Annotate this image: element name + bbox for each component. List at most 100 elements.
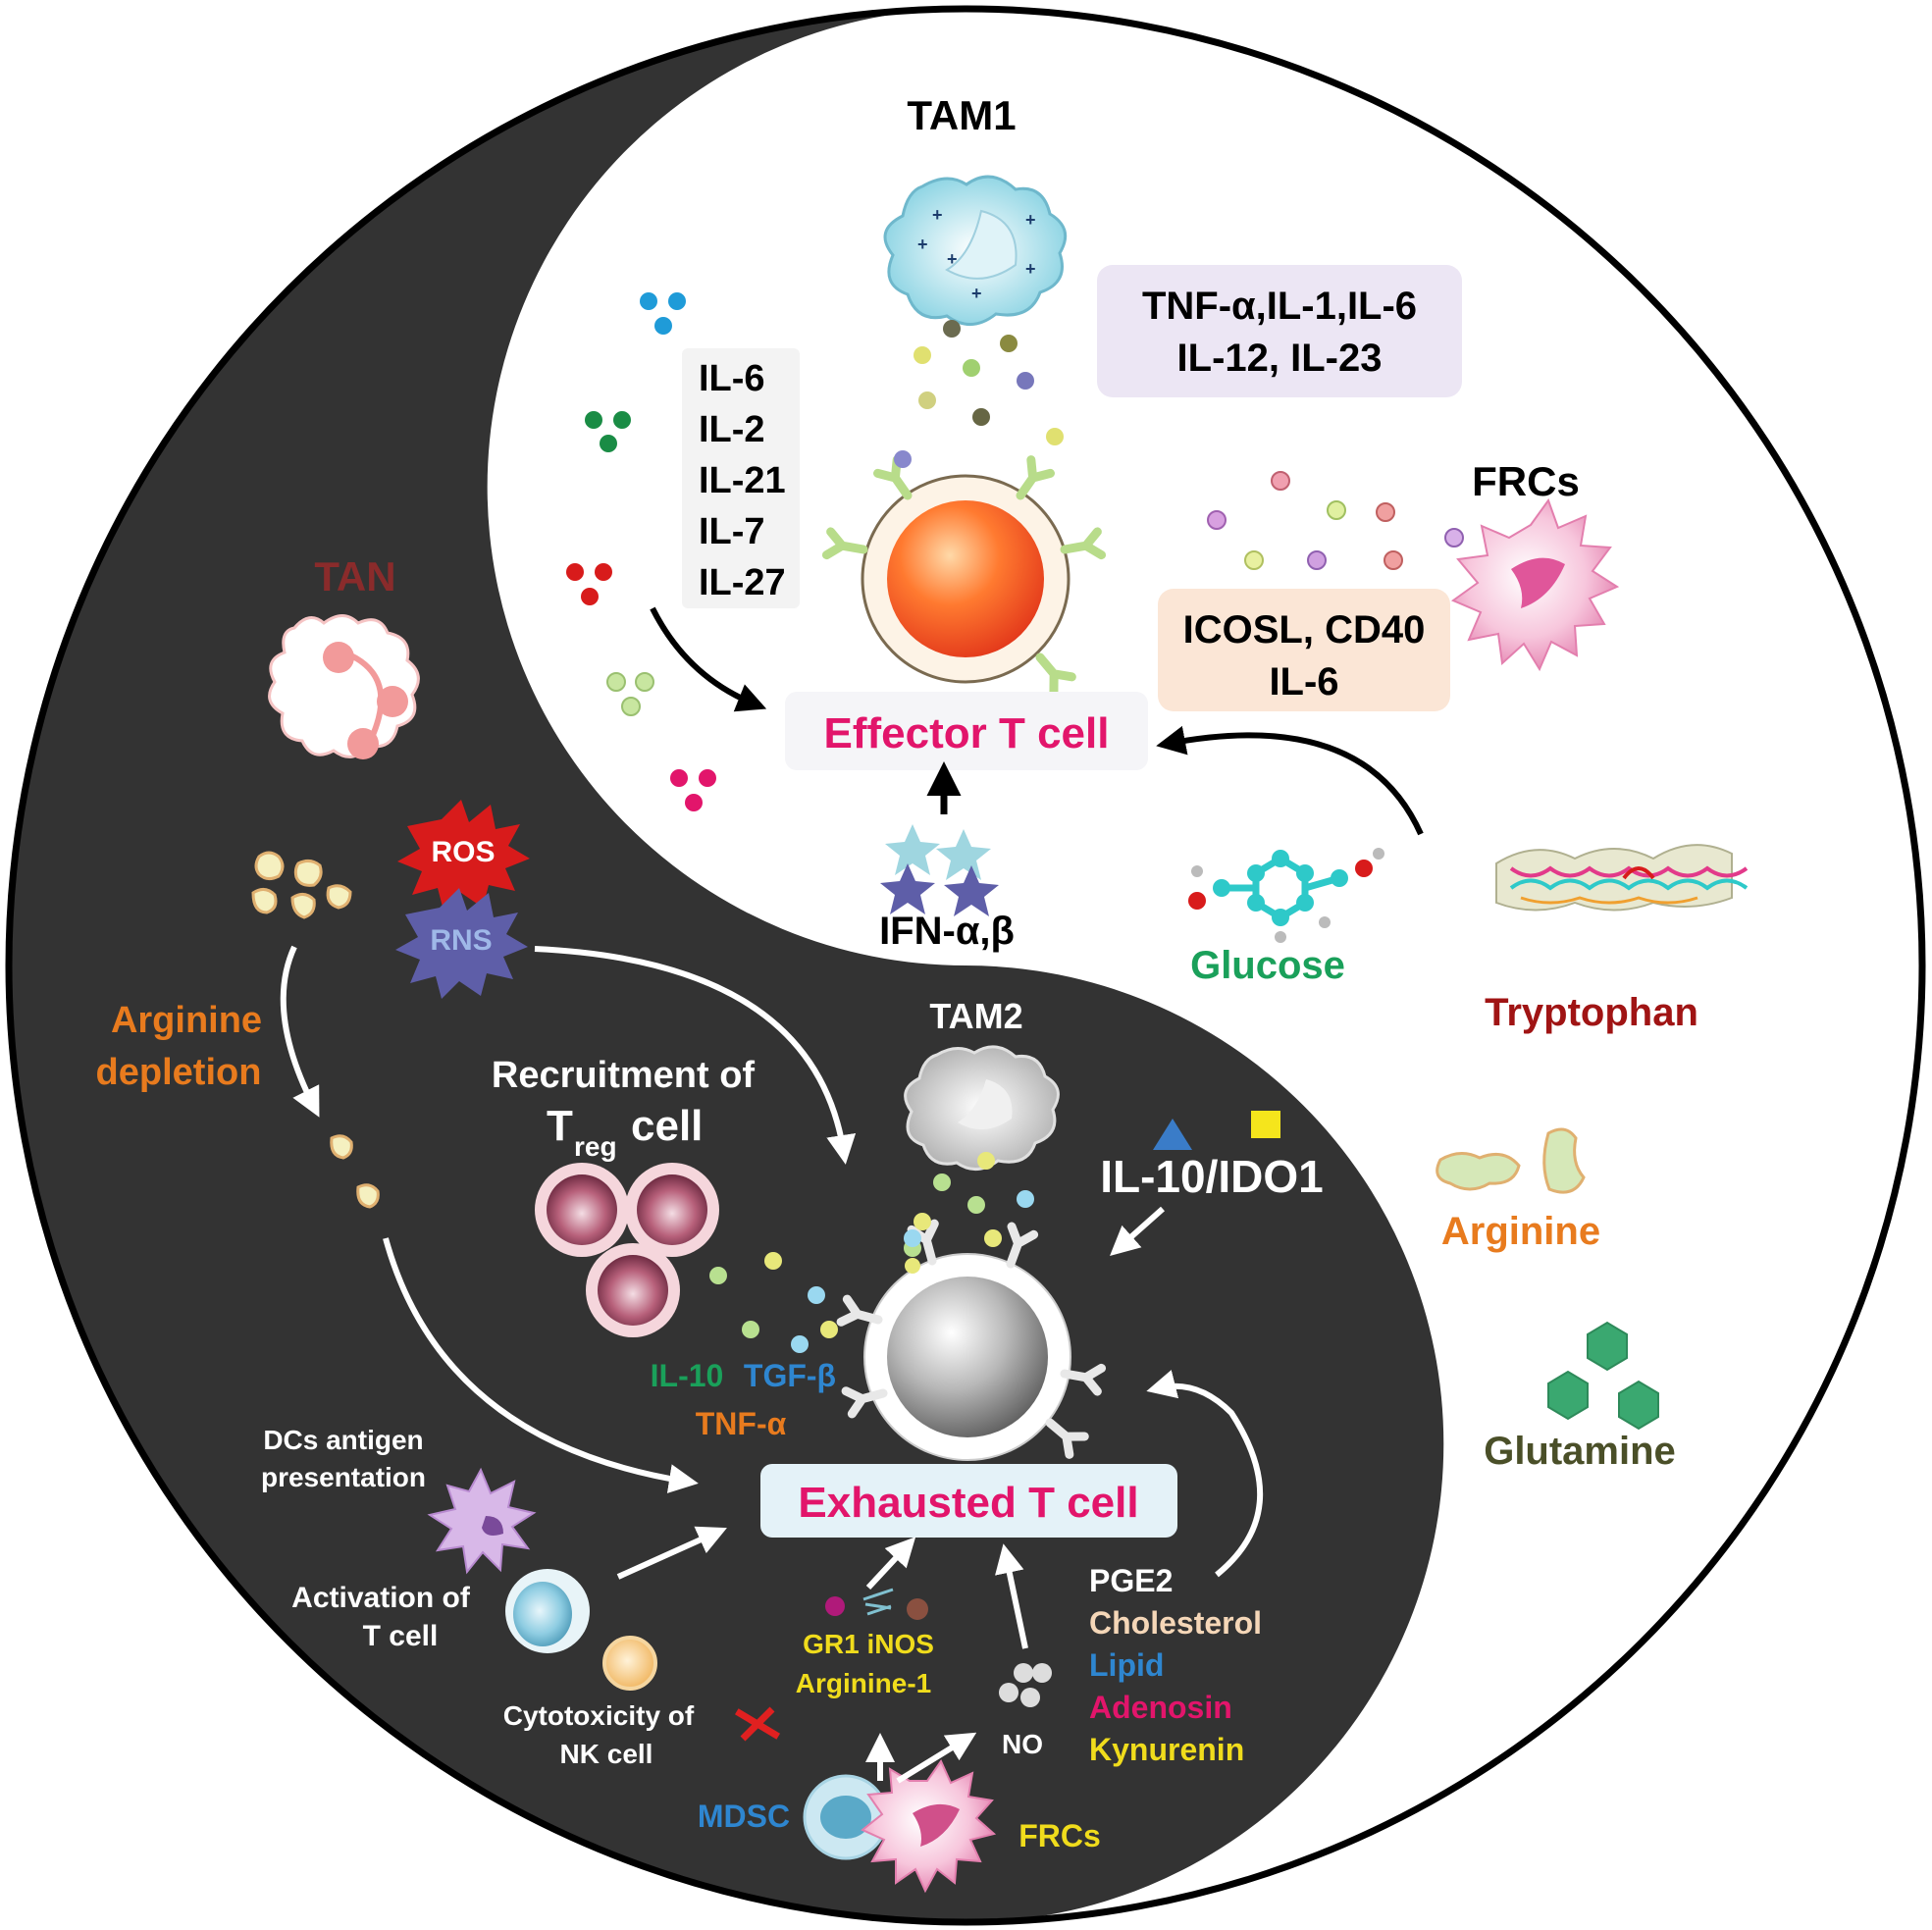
svg-text:+: +	[917, 235, 928, 254]
arginine1-label: Arginine-1	[796, 1668, 931, 1698]
cytokine-il2: IL-2	[699, 409, 765, 450]
metabolite-pge2: PGE2	[1089, 1563, 1173, 1598]
dcs-label-line1: DCs antigen	[263, 1425, 423, 1455]
svg-text:+: +	[947, 249, 958, 269]
tam1-cytokines-line1: TNF-α,IL-1,IL-6	[1142, 285, 1417, 328]
cytokine-il7: IL-7	[699, 511, 765, 552]
cytotox-label-line2: NK cell	[560, 1739, 653, 1769]
metabolite-lipid: Lipid	[1089, 1647, 1164, 1683]
tam1-macrophage-icon: ++++++	[883, 175, 1068, 326]
arginine-depletion-line1: Arginine	[111, 1000, 262, 1041]
dcs-label-line2: presentation	[261, 1462, 426, 1492]
mdsc-cell-icon	[803, 1774, 889, 1860]
cytokine-dots-tam1	[894, 320, 1064, 468]
svg-text:+: +	[971, 284, 982, 303]
arrow-cytokines-to-effector	[650, 606, 767, 712]
tryptophan-label: Tryptophan	[1485, 991, 1698, 1034]
frc-signal-dots	[1207, 471, 1464, 570]
arginine-label: Arginine	[1441, 1210, 1600, 1253]
arrow-metabolites-to-exhausted	[1146, 1370, 1264, 1578]
tam1-cytokines-line2: IL-12, IL-23	[1177, 337, 1383, 380]
arrow-rns-to-exhausted	[534, 946, 857, 1165]
ros-burst-icon	[397, 800, 530, 911]
arrow-activation-to-exhausted	[616, 1526, 727, 1580]
frc-bottom-cell-icon	[861, 1758, 997, 1894]
frc-cell-icon	[1450, 497, 1620, 672]
no-label: NO	[1002, 1729, 1043, 1759]
effector-t-cell-label: Effector T cell	[824, 709, 1110, 757]
exhausted-label-box	[760, 1464, 1177, 1538]
frcs-bottom-label: FRCs	[1018, 1818, 1101, 1853]
cytokine-list-box	[682, 348, 800, 608]
ifn-stars-icon	[880, 824, 999, 916]
svg-text:+: +	[1025, 210, 1036, 230]
treg-cell: cell	[631, 1102, 703, 1150]
effector-t-cell-icon	[826, 460, 1101, 693]
metabolite-kynurenin: Kynurenin	[1089, 1732, 1244, 1767]
glutamine-molecule-icon	[1547, 1321, 1659, 1431]
arrow-arginine-depletion	[280, 945, 320, 1118]
frc-signal-line2: IL-6	[1269, 660, 1338, 704]
activation-label-line1: Activation of	[291, 1582, 471, 1614]
no-bubbles-icon	[999, 1663, 1052, 1707]
nk-cell-icon	[602, 1636, 657, 1691]
exhausted-t-cell-icon	[841, 1224, 1101, 1461]
frcs-top-label: FRCs	[1472, 458, 1580, 504]
mdsc-label: MDSC	[698, 1799, 790, 1834]
arginine-depletion-line2: depletion	[96, 1052, 262, 1093]
arrow-mdsc-to-no	[896, 1732, 977, 1784]
arrow-il10-to-exhausted	[1110, 1206, 1165, 1256]
glucose-molecule-icon	[1188, 848, 1384, 943]
glucose-label: Glucose	[1190, 944, 1345, 987]
exhausted-t-cell-label: Exhausted T cell	[798, 1479, 1138, 1527]
ros-label: ROS	[431, 836, 495, 868]
cytotox-label-line1: Cytotoxicity of	[503, 1700, 695, 1731]
treg-sub: reg	[574, 1131, 617, 1162]
arrow-depletion-to-exhausted	[383, 1237, 699, 1493]
cytokine-il21: IL-21	[699, 460, 786, 501]
il10-label: IL-10	[651, 1358, 724, 1393]
svg-text:+: +	[932, 205, 943, 225]
triangle-marker-icon	[1153, 1119, 1192, 1150]
tam2-label: TAM2	[929, 996, 1022, 1036]
arginine-molecule-icon	[1436, 1127, 1586, 1194]
arrow-gr1-to-exhausted	[865, 1537, 916, 1591]
cytokine-il6: IL-6	[699, 358, 765, 399]
metabolite-adenosin: Adenosin	[1089, 1690, 1232, 1725]
glutamine-label: Glutamine	[1484, 1430, 1676, 1473]
metabolite-cholesterol: Cholesterol	[1089, 1605, 1262, 1641]
frc-signal-box	[1158, 589, 1450, 711]
tgfb-label: TGF-β	[744, 1358, 836, 1393]
tryptophan-protein-icon	[1495, 844, 1749, 912]
dendritic-cell-icon	[427, 1467, 537, 1575]
cytokine-clusters-left	[566, 292, 716, 811]
arrow-no-to-exhausted	[995, 1543, 1028, 1649]
tan-neutrophil-icon	[268, 614, 420, 759]
rns-burst-icon	[395, 888, 528, 999]
treg-T: T	[547, 1102, 573, 1150]
inhibit-bar-icon	[734, 1708, 781, 1740]
arginine-particles-icon	[251, 851, 380, 1209]
activated-t-cell-icon	[505, 1569, 590, 1653]
tan-label: TAN	[314, 553, 395, 600]
yin-yang-shape	[5, 5, 1926, 1926]
rns-label: RNS	[430, 924, 492, 957]
cytokine-dots-tam2	[709, 1152, 1034, 1353]
gr1-inos-label: GR1 iNOS	[803, 1629, 934, 1659]
arrow-metabolites-to-effector	[1156, 725, 1424, 836]
svg-text:+: +	[1025, 259, 1036, 279]
treg-cells-icon	[535, 1163, 719, 1337]
cytokine-il27: IL-27	[699, 562, 786, 603]
il10-ido1-label: IL-10/IDO1	[1100, 1151, 1324, 1202]
effector-label-box	[785, 692, 1148, 770]
tam1-cytokine-box	[1097, 265, 1462, 397]
activation-label-line2: T cell	[363, 1620, 439, 1652]
ifn-label: IFN-α,β	[879, 910, 1015, 953]
tnfa-label: TNF-α	[696, 1406, 787, 1441]
recruitment-label: Recruitment of	[492, 1055, 755, 1096]
frc-signal-line1: ICOSL, CD40	[1183, 608, 1426, 652]
square-marker-icon	[1251, 1111, 1280, 1138]
gr1-inos-icons	[825, 1588, 928, 1620]
tam1-label: TAM1	[907, 92, 1016, 138]
